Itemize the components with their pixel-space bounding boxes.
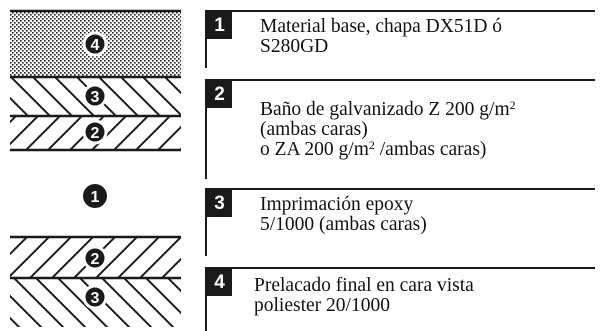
legend-line-text: /ambas caras) <box>374 139 487 160</box>
marker-1-core-text: 1 <box>91 189 100 206</box>
marker-4: 4 <box>82 31 108 57</box>
layer-separators-bottom <box>10 235 181 280</box>
layer-stack-diagram: 4 3 2 1 2 3 <box>10 9 181 327</box>
legend-line: Imprimación epoxy <box>260 194 414 215</box>
legend-text-1: Material base, chapa DX51D ó S280GD <box>260 17 502 57</box>
marker-2-bottom-text: 2 <box>91 251 100 268</box>
marker-2-top-text: 2 <box>91 125 100 142</box>
legend-line-text: o ZA 200 g/m <box>260 139 369 160</box>
legend-line: Material base, chapa DX51D ó <box>260 16 503 37</box>
legend-number-2: 2 <box>207 81 232 108</box>
legend-text-3: Imprimación epoxy 5/1000 (ambas caras) <box>260 195 427 235</box>
legend-number-1: 1 <box>207 12 232 39</box>
legend-text-2: Baño de galvanizado Z 200 g/m2 (ambas ca… <box>260 98 516 160</box>
marker-3-bottom-text: 3 <box>91 290 100 307</box>
legend-line: Prelacado final en cara vista <box>254 275 474 296</box>
marker-2-top: 2 <box>82 119 108 145</box>
legend-text-4: Prelacado final en cara vista poliester … <box>254 276 474 316</box>
marker-3-top-text: 3 <box>91 89 100 106</box>
legend-item-2: 2 Baño de galvanizado Z 200 g/m2 (ambas … <box>205 79 595 179</box>
marker-3-top: 3 <box>82 83 108 109</box>
legend-line-text: Baño de galvanizado Z 200 g/m <box>260 99 510 120</box>
legend-line: (ambas caras) <box>260 119 368 140</box>
legend-item-4: 4 Prelacado final en cara vista polieste… <box>205 267 595 331</box>
legend-line: Baño de galvanizado Z 200 g/m2 <box>260 98 516 120</box>
legend-line: 5/1000 (ambas caras) <box>260 214 427 235</box>
superscript: 2 <box>368 138 375 152</box>
legend-number-4: 4 <box>207 269 232 296</box>
marker-1-core: 1 <box>83 184 107 208</box>
legend-line: poliester 20/1000 <box>254 295 390 316</box>
legend-line: o ZA 200 g/m2 /ambas caras) <box>260 138 516 160</box>
legend-number-3: 3 <box>207 190 232 217</box>
marker-4-text: 4 <box>91 37 100 54</box>
layer-separators-top <box>10 9 181 152</box>
marker-2-bottom: 2 <box>82 245 108 271</box>
legend-item-3: 3 Imprimación epoxy 5/1000 (ambas caras) <box>205 188 595 256</box>
marker-3-bottom: 3 <box>82 284 108 310</box>
legend-line: S280GD <box>260 36 329 57</box>
superscript: 2 <box>509 98 516 112</box>
legend-item-1: 1 Material base, chapa DX51D ó S280GD <box>205 10 595 68</box>
